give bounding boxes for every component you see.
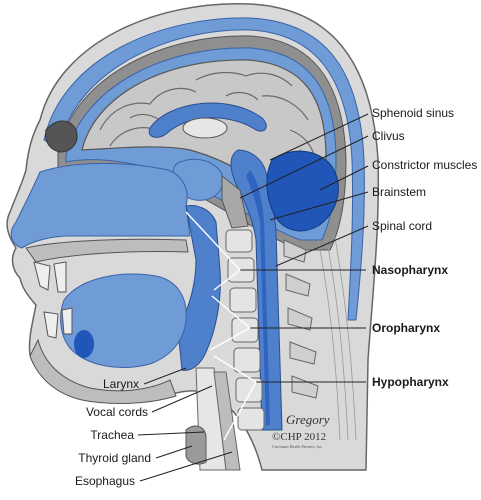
mandible [29,338,177,404]
pharynx-channel [177,205,221,371]
label-esophagus: Esophagus [75,474,135,488]
label-nasopharynx: Nasopharynx [372,263,448,277]
label-hypopharynx: Hypopharynx [372,375,449,389]
nasal-cavity [10,162,191,249]
label-trachea: Trachea [90,428,134,442]
neck-muscles [317,231,357,441]
label-oropharynx: Oropharynx [372,321,440,335]
upper-teeth [33,261,67,293]
hard-palate [25,238,189,263]
cerebellum-mass [266,150,339,232]
label-clivus: Clivus [372,129,405,143]
thalamus [182,117,228,139]
label-vocal-cords: Vocal cords [86,405,148,419]
lower-teeth [43,307,73,339]
copyright-text: ©CHP 2012 [272,431,326,443]
label-larynx: Larynx [103,377,139,391]
right-leaders [185,113,369,441]
spinal-cord [246,170,270,425]
label-constrictor-muscles: Constrictor muscles [372,158,477,172]
left-leaders [137,367,233,482]
publisher-text: Cincinnati Health Partners, Inc. [272,444,323,450]
label-thyroid-gland: Thyroid gland [78,451,151,465]
spinous-processes [283,239,319,399]
label-sphenoid-sinus: Sphenoid sinus [372,106,454,120]
esophagus-tube [213,371,241,471]
label-brainstem: Brainstem [372,185,426,199]
clivus [221,174,249,229]
thyroid-gland-shape [185,425,207,465]
label-spinal-cord: Spinal cord [372,219,432,233]
scalp-meninges [43,17,365,321]
frontal-sinus [45,120,78,153]
brainstem-spinal-canal [230,149,283,431]
corpus-callosum [148,102,267,138]
oral-dark-spot [74,330,94,358]
artist-signature: Gregory [286,412,330,427]
